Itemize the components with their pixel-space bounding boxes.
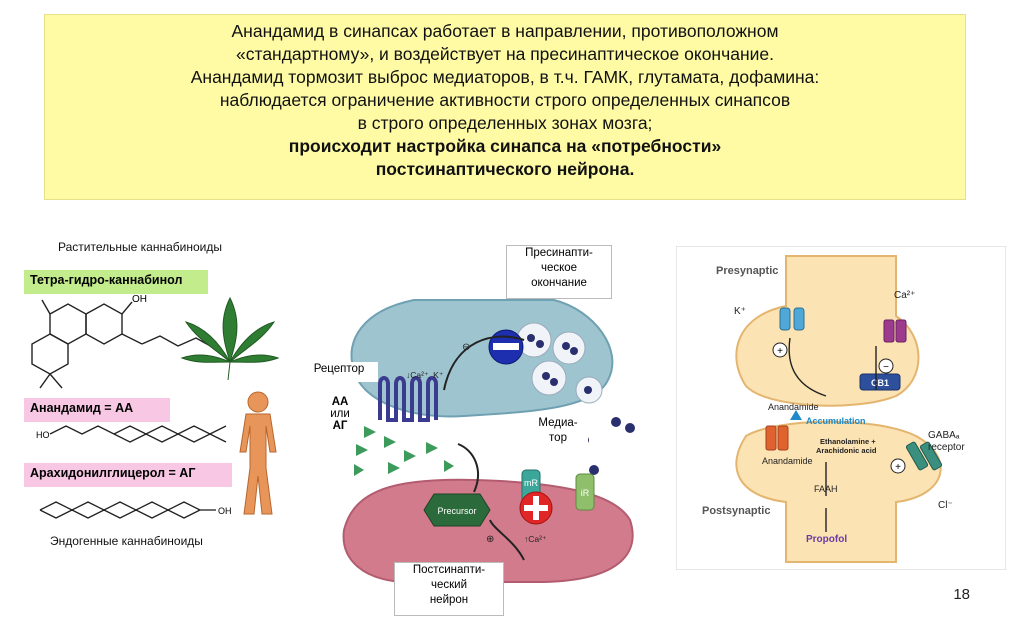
headline-line-1: Анандамид в синапсах работает в направле… [45, 20, 965, 43]
k-text: K⁺ [734, 306, 746, 317]
plant-cannabinoids-title: Растительные каннабиноиды [58, 240, 222, 254]
anandamide-top-text: Anandamide [768, 402, 819, 412]
ag-oh-text: OH [218, 506, 232, 516]
receptor-label: Рецептор [300, 362, 378, 382]
headline-line-4: наблюдается ограничение активности строг… [45, 89, 965, 112]
anandamide-ho-text: HO [36, 430, 50, 440]
thc-molecule-icon [32, 300, 214, 388]
postsynaptic-en-text: Postsynaptic [702, 505, 770, 517]
ca-k-text: ↓Ca²⁺, K⁺ [406, 370, 444, 380]
ag-line: АГ [320, 420, 360, 432]
accumulation-text: Accumulation [806, 416, 866, 426]
cb1-text: CB1 [871, 378, 889, 388]
ca-text: Ca²⁺ [894, 290, 915, 301]
aa-line: АА [320, 396, 360, 408]
endocannabinoid-triangles [354, 426, 454, 476]
ca-up-text: ↑Ca²⁺ [524, 534, 547, 544]
arachidonoylglycerol-ag-label: Арахидонилглицерол = АГ [24, 463, 232, 487]
plus-sign-text: ⊕ [486, 534, 494, 545]
thc-label: Тетра-гидро-каннабинол [24, 270, 208, 294]
postsynaptic-line-3: нейрон [395, 593, 503, 608]
headline-line-5: в строго определенных зонах мозга; [45, 112, 965, 135]
headline-line-7: постсинаптического нейрона. [45, 158, 965, 181]
mediator-label: Медиа- тор [528, 416, 588, 452]
gaba-receptor-text: receptor [928, 442, 965, 453]
cb1-minus-text: − [883, 362, 889, 373]
presynaptic-line-1: Пресинапти- [507, 246, 611, 261]
endogenous-cannabinoids-title: Эндогенные каннабиноиды [50, 534, 203, 548]
precursor-text: Precursor [437, 506, 476, 516]
presynaptic-line-3: окончание [507, 276, 611, 291]
arachidonoylglycerol-molecule-icon [40, 502, 216, 518]
headline-line-6: происходит настройка синапса на «потребн… [45, 135, 965, 158]
minus-sign-text: ⊖ [462, 342, 470, 353]
gaba-plus-text: + [895, 462, 901, 473]
arachidonic-acid-text: Arachidonic acid [816, 446, 877, 455]
k-plus-text: + [777, 346, 783, 357]
headline-line-3: Анандамид тормозит выброс медиаторов, в … [45, 66, 965, 89]
postsynaptic-line-2: ческий [395, 578, 503, 593]
mr-text: mR [524, 478, 538, 488]
gaba-text: GABAₐ [928, 430, 960, 441]
faah-text: FAAH [814, 484, 838, 494]
postsynaptic-label: Постсинапти- ческий нейрон [394, 562, 504, 616]
thc-oh-text: OH [132, 294, 147, 305]
page-number: 18 [953, 586, 970, 603]
or-line: или [320, 408, 360, 420]
ethanolamine-text: Ethanolamine + [820, 437, 876, 446]
ir-text: iR [581, 488, 590, 498]
anandamide-molecule-icon [50, 426, 226, 442]
presynaptic-en-text: Presynaptic [716, 265, 778, 277]
molecules-illustration: OH HO OH [20, 292, 340, 562]
headline-line-2: «стандартному», и воздействует на пресин… [45, 43, 965, 66]
human-figure-icon [240, 392, 276, 514]
aa-ag-label: АА или АГ [320, 396, 360, 432]
mediator-line-2: тор [528, 431, 588, 446]
anandamide-bottom-text: Anandamide [762, 456, 813, 466]
mediator-line-1: Медиа- [528, 416, 588, 431]
gaba-synapse-diagram: CB1 − + + Presynaptic K⁺ Ca²⁺ Anandamide… [676, 246, 1006, 570]
presynaptic-label: Пресинапти- ческое окончание [506, 245, 612, 299]
presynaptic-line-2: ческое [507, 261, 611, 276]
postsynaptic-line-1: Постсинапти- [395, 563, 503, 578]
anandamide-aa-label: Анандамид = АА [24, 398, 170, 422]
propofol-text: Propofol [806, 534, 847, 545]
cl-text: Cl⁻ [938, 500, 953, 511]
headline-box: Анандамид в синапсах работает в направле… [44, 14, 966, 200]
